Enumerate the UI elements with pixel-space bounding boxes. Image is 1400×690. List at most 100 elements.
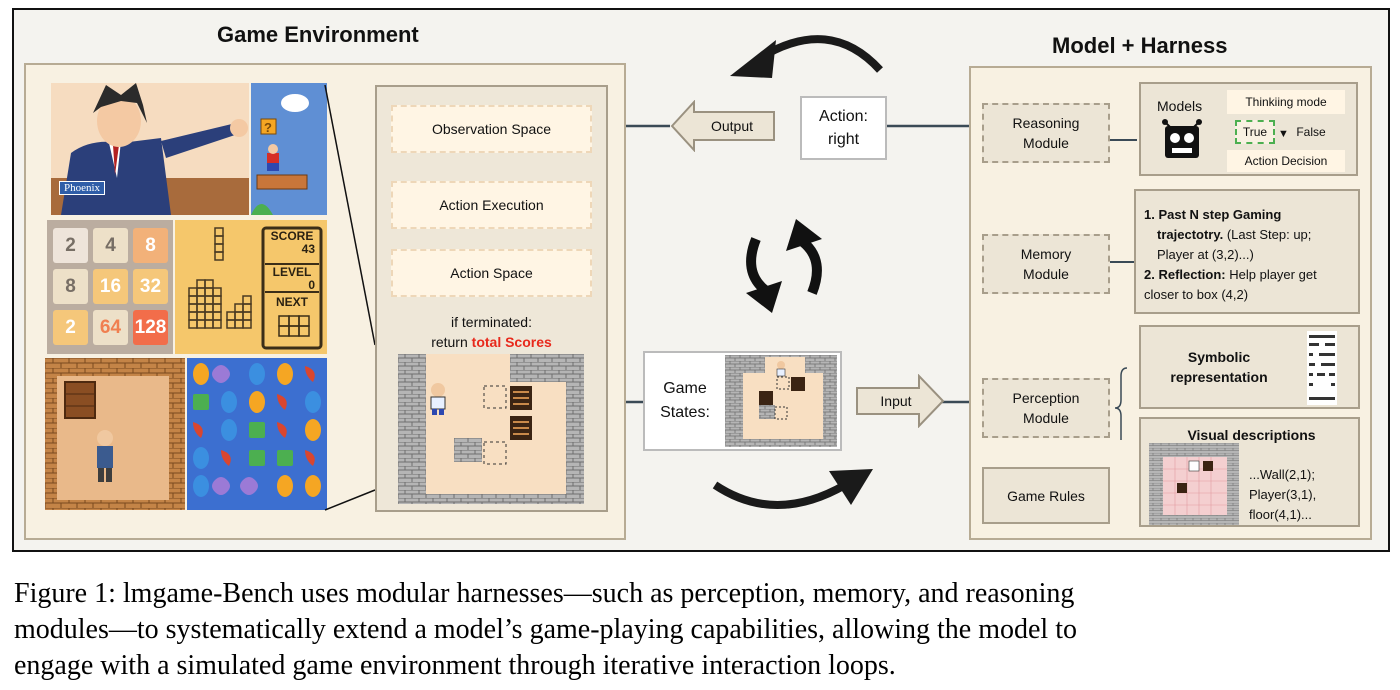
action-space-box: Action Space — [391, 249, 592, 297]
perception-line2: Module — [1023, 410, 1069, 426]
tile-2048: 8 — [133, 228, 168, 263]
output-arrow-shape — [670, 99, 775, 153]
output-label: Output — [710, 118, 754, 134]
sokoban-room-illustration — [45, 358, 185, 510]
action-label: Action: — [819, 108, 868, 125]
game-rules-box: Game Rules — [982, 467, 1110, 524]
memory-module: Memory Module — [982, 234, 1110, 294]
loop-arrow-top-icon — [730, 35, 883, 78]
return-scores-text: return total Scores — [375, 334, 608, 350]
tetris-blocks-illustration — [188, 226, 323, 350]
ace-attorney-thumbnail: Phoenix — [51, 83, 249, 215]
models-label: Models — [1157, 98, 1203, 114]
symbolic-line1: Symbolic — [1187, 349, 1251, 365]
output-arrow: Output — [670, 99, 778, 153]
sokoban-room-thumbnail — [45, 358, 185, 510]
caption-line1: Figure 1: lmgame-Bench uses modular harn… — [14, 578, 1075, 609]
visual-wall: ...Wall(2,1); — [1249, 467, 1315, 482]
memory-reflection-rest: Help player get — [1225, 267, 1317, 282]
if-terminated-text: if terminated: — [451, 314, 532, 330]
visual-descriptions-title: Visual descriptions — [1187, 427, 1316, 443]
tetris-level-value: 0 — [308, 278, 315, 292]
model-harness-title: Model + Harness — [1052, 33, 1228, 58]
svg-text:?: ? — [264, 120, 272, 135]
memory-reflection-target: closer to box (4,2) — [1144, 287, 1249, 302]
mario-illustration: ? — [251, 94, 309, 215]
memory-trajectory-bold: trajectotry. — [1157, 227, 1224, 242]
sokoban-level-illustration — [398, 354, 584, 504]
caption-line2: modules—to systematically extend a model… — [14, 614, 1077, 645]
loop-arrow-bottom-icon — [712, 469, 873, 509]
game-states-line2: States: — [660, 404, 710, 421]
memory-reflection-bold: 2. Reflection: — [1144, 267, 1226, 282]
game-environment-title: Game Environment — [217, 22, 419, 47]
models-box: Models Thinkiing mode True ▼ False Actio… — [1139, 82, 1358, 176]
observation-space-box: Observation Space — [391, 105, 592, 153]
tile-2048: 32 — [133, 269, 168, 304]
symbolic-grid-icon — [1307, 331, 1337, 405]
tile-2048: 4 — [93, 228, 128, 263]
memory-detail-box: 1. Past N step Gaming trajectotry. (Last… — [1134, 189, 1360, 314]
visual-grid-thumbnail — [1149, 443, 1239, 525]
memory-past-steps-bold: 1. Past N step Gaming — [1144, 207, 1282, 222]
tile-2048: 8 — [53, 269, 88, 304]
caption-line3: engage with a simulated game environment… — [14, 650, 896, 681]
reasoning-line2: Module — [1023, 135, 1069, 151]
tetris-score-value: 43 — [301, 242, 315, 256]
dropdown-triangle-icon: ▼ — [1278, 128, 1289, 140]
connector-lines — [626, 124, 970, 404]
return-prefix: return — [431, 334, 472, 350]
input-label: Input — [880, 393, 912, 409]
memory-last-step: (Last Step: up; — [1223, 227, 1312, 242]
symbolic-line2: representation — [1170, 369, 1268, 385]
symbolic-representation-box: Symbolic representation — [1139, 325, 1360, 409]
perception-module: Perception Module — [982, 378, 1110, 438]
memory-past-steps: 1. Past N step Gaming — [1144, 205, 1350, 225]
visual-player: Player(3,1), — [1249, 487, 1317, 502]
tile-2048: 2 — [53, 228, 88, 263]
action-box: Action: right — [800, 96, 887, 160]
candy-grid-illustration — [193, 363, 321, 497]
input-arrow-shape — [856, 373, 945, 429]
perception-line1: Perception — [1012, 390, 1080, 406]
module-connector-lines — [1107, 139, 1137, 440]
mario-thumbnail: ? — [251, 83, 327, 215]
robot-icon — [1162, 119, 1202, 158]
sokoban-level-thumbnail — [398, 354, 584, 504]
candy-crush-thumbnail — [187, 358, 327, 510]
thinking-mode-label: Thinkiing mode — [1227, 90, 1345, 114]
memory-trajectory-line: trajectotry. (Last Step: up; — [1144, 225, 1350, 245]
game-states-line1: Game — [663, 380, 707, 397]
visual-descriptions-box: Visual descriptions ...Wall(2,1); Player… — [1139, 417, 1360, 527]
action-value: right — [827, 131, 860, 148]
ace-attorney-illustration — [51, 83, 249, 215]
game-states-label: Game States: — [645, 377, 725, 425]
game-states-box: Game States: — [643, 351, 842, 451]
phoenix-nameplate: Phoenix — [59, 181, 106, 195]
tile-2048: 64 — [93, 310, 128, 345]
tile-2048: 16 — [93, 269, 128, 304]
reasoning-line1: Reasoning — [1012, 115, 1080, 131]
action-decision-label: Action Decision — [1227, 150, 1345, 172]
tetris-thumbnail: SCORE 43 LEVEL 0 NEXT — [175, 220, 327, 354]
game-2048-thumbnail: 2 4 8 8 16 32 2 64 128 — [47, 220, 173, 354]
refresh-cycle-icon — [746, 219, 822, 313]
tetris-level-label: LEVEL — [272, 265, 312, 279]
zoom-lines — [324, 84, 376, 511]
tetris-next-label: NEXT — [275, 295, 308, 309]
tetris-score-label: SCORE — [270, 229, 314, 243]
visual-floor: floor(4,1)... — [1249, 507, 1312, 522]
thinking-true-option: True — [1235, 120, 1275, 144]
reasoning-module: Reasoning Module — [982, 103, 1110, 163]
thinking-false-option: False — [1296, 125, 1326, 139]
tile-2048: 2 — [53, 310, 88, 345]
tile-2048: 128 — [133, 310, 168, 345]
memory-reflection-line: 2. Reflection: Help player get — [1144, 265, 1350, 285]
memory-player-position: Player at (3,2)...) — [1157, 247, 1254, 262]
action-execution-box: Action Execution — [391, 181, 592, 229]
game-state-thumbnail — [725, 355, 837, 447]
input-arrow: Input — [855, 373, 945, 429]
total-scores-highlight: total Scores — [471, 334, 552, 350]
memory-line1: Memory — [1020, 246, 1072, 262]
memory-line2: Module — [1023, 266, 1069, 282]
